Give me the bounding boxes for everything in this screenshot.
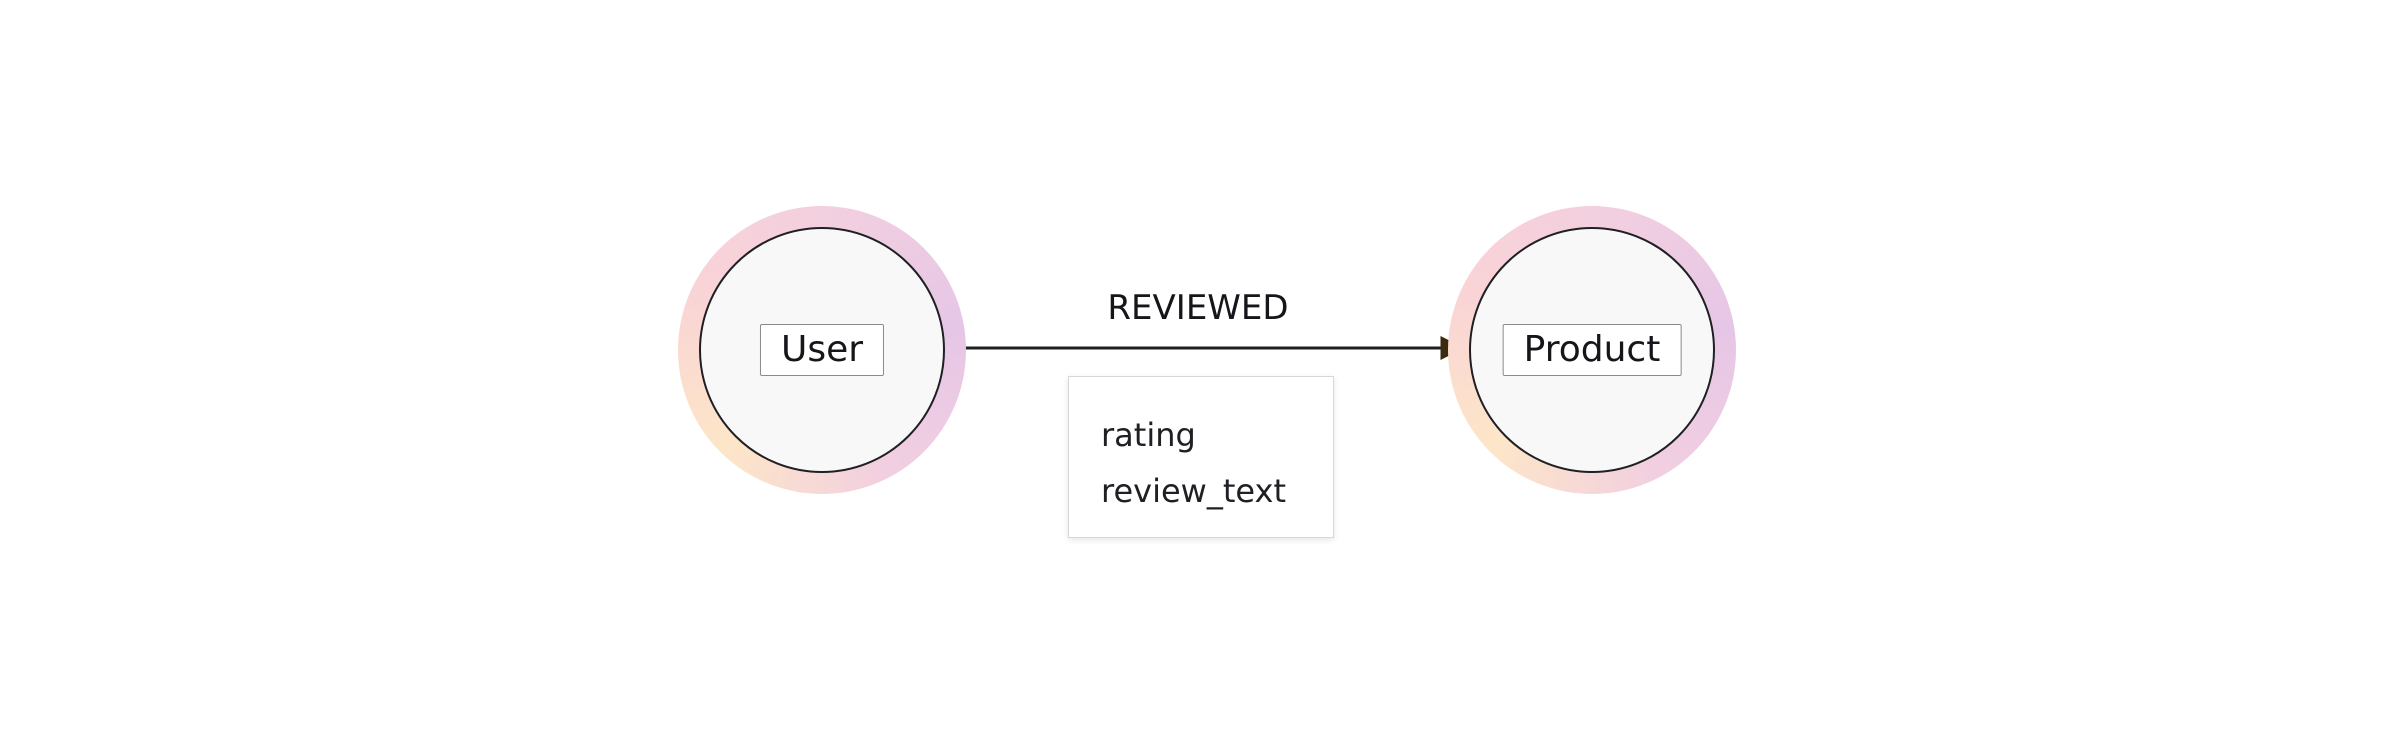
node-product-label: Product	[1502, 324, 1682, 376]
edge-property-review-text: review_text	[1101, 472, 1286, 510]
node-user-label: User	[759, 324, 885, 376]
edge-property-rating: rating	[1101, 416, 1196, 454]
node-product[interactable]: Product	[1448, 206, 1736, 494]
edge-properties-panel: rating review_text	[1068, 376, 1334, 538]
edge-label-reviewed: REVIEWED	[1107, 288, 1289, 328]
node-user[interactable]: User	[678, 206, 966, 494]
